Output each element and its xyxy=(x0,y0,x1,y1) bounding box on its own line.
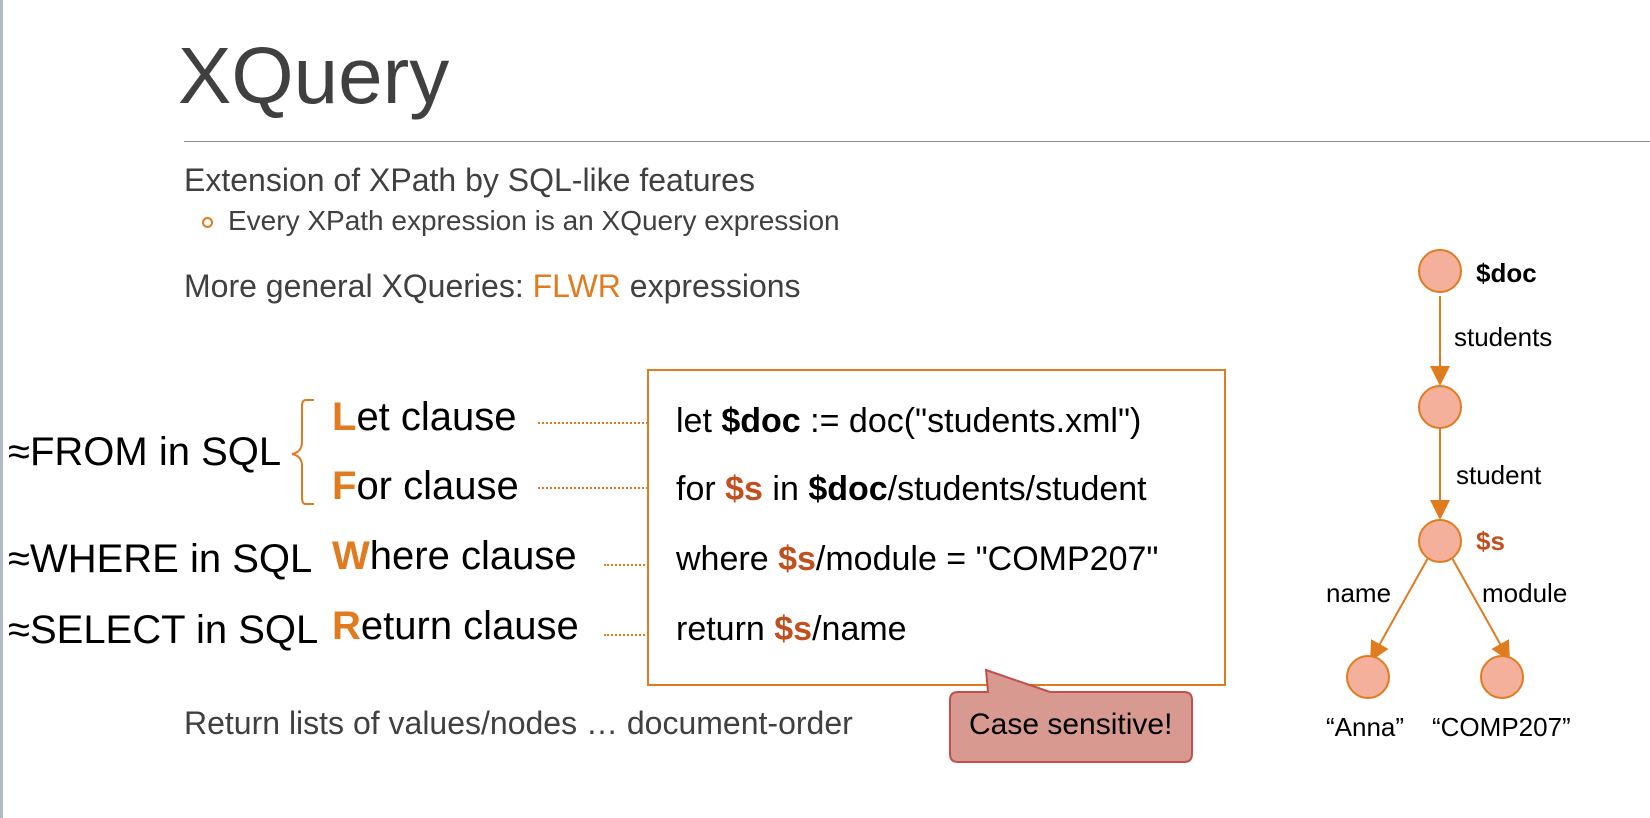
clause-return-rest: eturn clause xyxy=(360,604,579,648)
code-return-keyword: return xyxy=(676,610,775,648)
clause-return-initial: R xyxy=(332,604,361,648)
clause-for-rest: or clause xyxy=(356,464,519,508)
tree-edge-students: students xyxy=(1454,322,1553,352)
flwr-code-box xyxy=(647,369,1226,686)
clause-where-initial: W xyxy=(332,534,370,578)
bottom-note: Return lists of values/nodes … document-… xyxy=(184,705,853,741)
node-anna xyxy=(1346,655,1390,699)
node-root xyxy=(1418,249,1462,293)
clause-let: Let clause xyxy=(332,395,517,440)
code-line-let: let $doc := doc("students.xml") xyxy=(676,402,1141,441)
flwr-highlight: FLWR xyxy=(532,268,621,304)
callout-text: Case sensitive! xyxy=(969,708,1173,741)
code-s-variable: $s xyxy=(725,470,763,508)
clause-where-rest: here clause xyxy=(369,534,577,578)
edge-name xyxy=(1370,557,1429,662)
edge-module xyxy=(1451,557,1510,662)
clause-for-initial: F xyxy=(332,464,357,508)
tree-edge-name: name xyxy=(1326,578,1392,608)
tree-leaf-anna: “Anna” xyxy=(1326,712,1405,742)
title-divider xyxy=(184,141,1650,142)
flwr-suffix: expressions xyxy=(620,268,801,304)
node-student xyxy=(1418,519,1462,563)
code-doc-variable-ref: $doc xyxy=(808,470,888,508)
code-doc-variable: $doc xyxy=(721,402,801,440)
sub-bullet-circle-icon xyxy=(202,217,213,228)
node-students xyxy=(1418,385,1462,429)
clause-where: Where clause xyxy=(332,534,577,579)
code-return-path: /name xyxy=(812,610,907,648)
connector-where xyxy=(604,564,668,566)
code-let-keyword: let xyxy=(676,402,722,440)
code-s-variable-where: $s xyxy=(778,540,816,578)
code-in-keyword: in xyxy=(762,470,809,508)
code-line-where: where $s/module = "COMP207" xyxy=(676,540,1158,579)
clause-return: Return clause xyxy=(332,604,579,649)
code-line-for: for $s in $doc/students/student xyxy=(676,470,1147,509)
tree-root-label: $doc xyxy=(1476,258,1537,288)
sub-bullet-xpath: Every XPath expression is an XQuery expr… xyxy=(228,205,840,236)
code-where-condition: /module = "COMP207" xyxy=(815,540,1159,578)
sql-select-label: ≈SELECT in SQL xyxy=(8,608,319,652)
tree-edge-module: module xyxy=(1482,578,1568,608)
bullet-extension: Extension of XPath by SQL-like features xyxy=(184,162,755,198)
bullet-flwr: More general XQueries: FLWR expressions xyxy=(184,268,801,305)
tree-s-label: $s xyxy=(1476,526,1505,556)
xml-tree-diagram xyxy=(1346,249,1524,699)
clause-let-rest: et clause xyxy=(356,395,517,439)
clause-let-initial: L xyxy=(332,395,357,439)
connector-let xyxy=(538,422,668,424)
callout-bubble xyxy=(949,668,1193,763)
connector-return xyxy=(604,634,668,636)
code-for-path: /students/student xyxy=(887,470,1147,508)
connector-for xyxy=(538,487,668,489)
slide-left-border xyxy=(0,0,3,818)
tree-leaf-comp207: “COMP207” xyxy=(1432,712,1571,742)
from-brace-icon xyxy=(291,399,314,505)
code-where-keyword: where xyxy=(676,540,779,578)
node-comp207 xyxy=(1480,655,1524,699)
sql-from-label: ≈FROM in SQL xyxy=(8,430,282,474)
slide-title: XQuery xyxy=(178,31,450,120)
code-for-keyword: for xyxy=(676,470,726,508)
tree-edge-student: student xyxy=(1456,460,1542,490)
code-s-variable-return: $s xyxy=(774,610,813,648)
code-line-return: return $s/name xyxy=(676,610,907,649)
sql-where-label: ≈WHERE in SQL xyxy=(8,537,313,581)
clause-for: For clause xyxy=(332,464,519,509)
flwr-prefix: More general XQueries: xyxy=(184,268,533,304)
code-let-expression: := doc("students.xml") xyxy=(800,402,1142,440)
